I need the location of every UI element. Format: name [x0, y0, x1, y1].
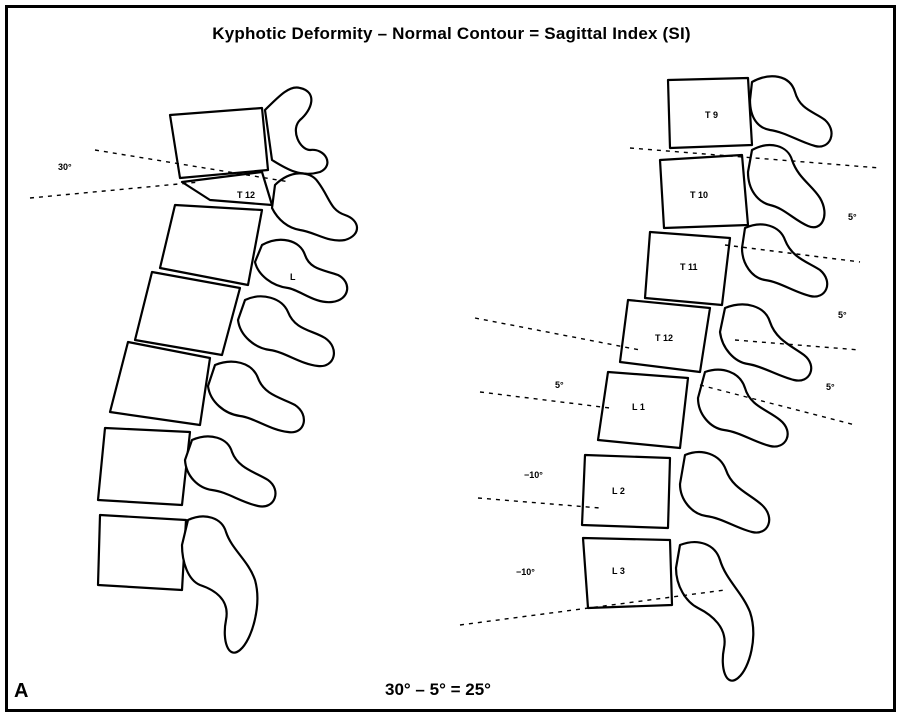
right-angle-label-1: 5° — [848, 212, 857, 222]
right-process-7 — [676, 542, 753, 681]
left-process-7 — [182, 516, 257, 652]
left-vertebra-label-l: L — [290, 272, 296, 282]
right-process-1 — [750, 76, 832, 146]
panel-letter: A — [14, 680, 28, 703]
left-process-2 — [272, 173, 357, 240]
right-vertebra-l2 — [582, 455, 670, 528]
right-process-2 — [748, 145, 824, 227]
right-angle-label-6: −10° — [516, 567, 535, 577]
right-angle-label-5: −10° — [524, 470, 543, 480]
right-angle-label-3: 5° — [555, 380, 564, 390]
left-vertebra-label-t12: T 12 — [237, 190, 255, 200]
right-process-3 — [742, 224, 827, 296]
right-vertebra-label-t11: T 11 — [680, 262, 698, 272]
right-vertebra-label-t10: T 10 — [690, 190, 708, 200]
left-process-6 — [185, 436, 275, 506]
right-vertebra-label-l3: L 3 — [612, 566, 625, 576]
right-vertebra-label-l1: L 1 — [632, 402, 645, 412]
right-angle-label-2: 5° — [838, 310, 847, 320]
right-process-6 — [680, 452, 769, 532]
left-angle-label: 30° — [58, 162, 72, 172]
left-process-1 — [265, 87, 327, 173]
right-vertebra-label-t9: T 9 — [705, 110, 718, 120]
left-vertebra-l1 — [160, 205, 262, 285]
left-vertebra-l4 — [98, 428, 190, 505]
left-vertebra-l3 — [110, 342, 210, 425]
left-process-4 — [238, 296, 334, 366]
right-process-5 — [698, 370, 788, 447]
left-line-lower — [30, 182, 200, 198]
left-process-5 — [208, 362, 304, 433]
sagittal-index-formula: 30° – 5° = 25° — [385, 680, 491, 700]
left-vertebra-l2 — [135, 272, 240, 355]
right-vertebra-label-t12: T 12 — [655, 333, 673, 343]
right-vertebra-l3 — [583, 538, 672, 608]
left-vertebra-l5 — [98, 515, 186, 590]
right-angle-label-4: 5° — [826, 382, 835, 392]
right-vertebra-label-l2: L 2 — [612, 486, 625, 496]
left-process-3 — [255, 240, 347, 302]
left-vertebra-t11 — [170, 108, 268, 178]
right-line-t12 — [475, 318, 640, 350]
right-line-l1 — [480, 392, 610, 408]
